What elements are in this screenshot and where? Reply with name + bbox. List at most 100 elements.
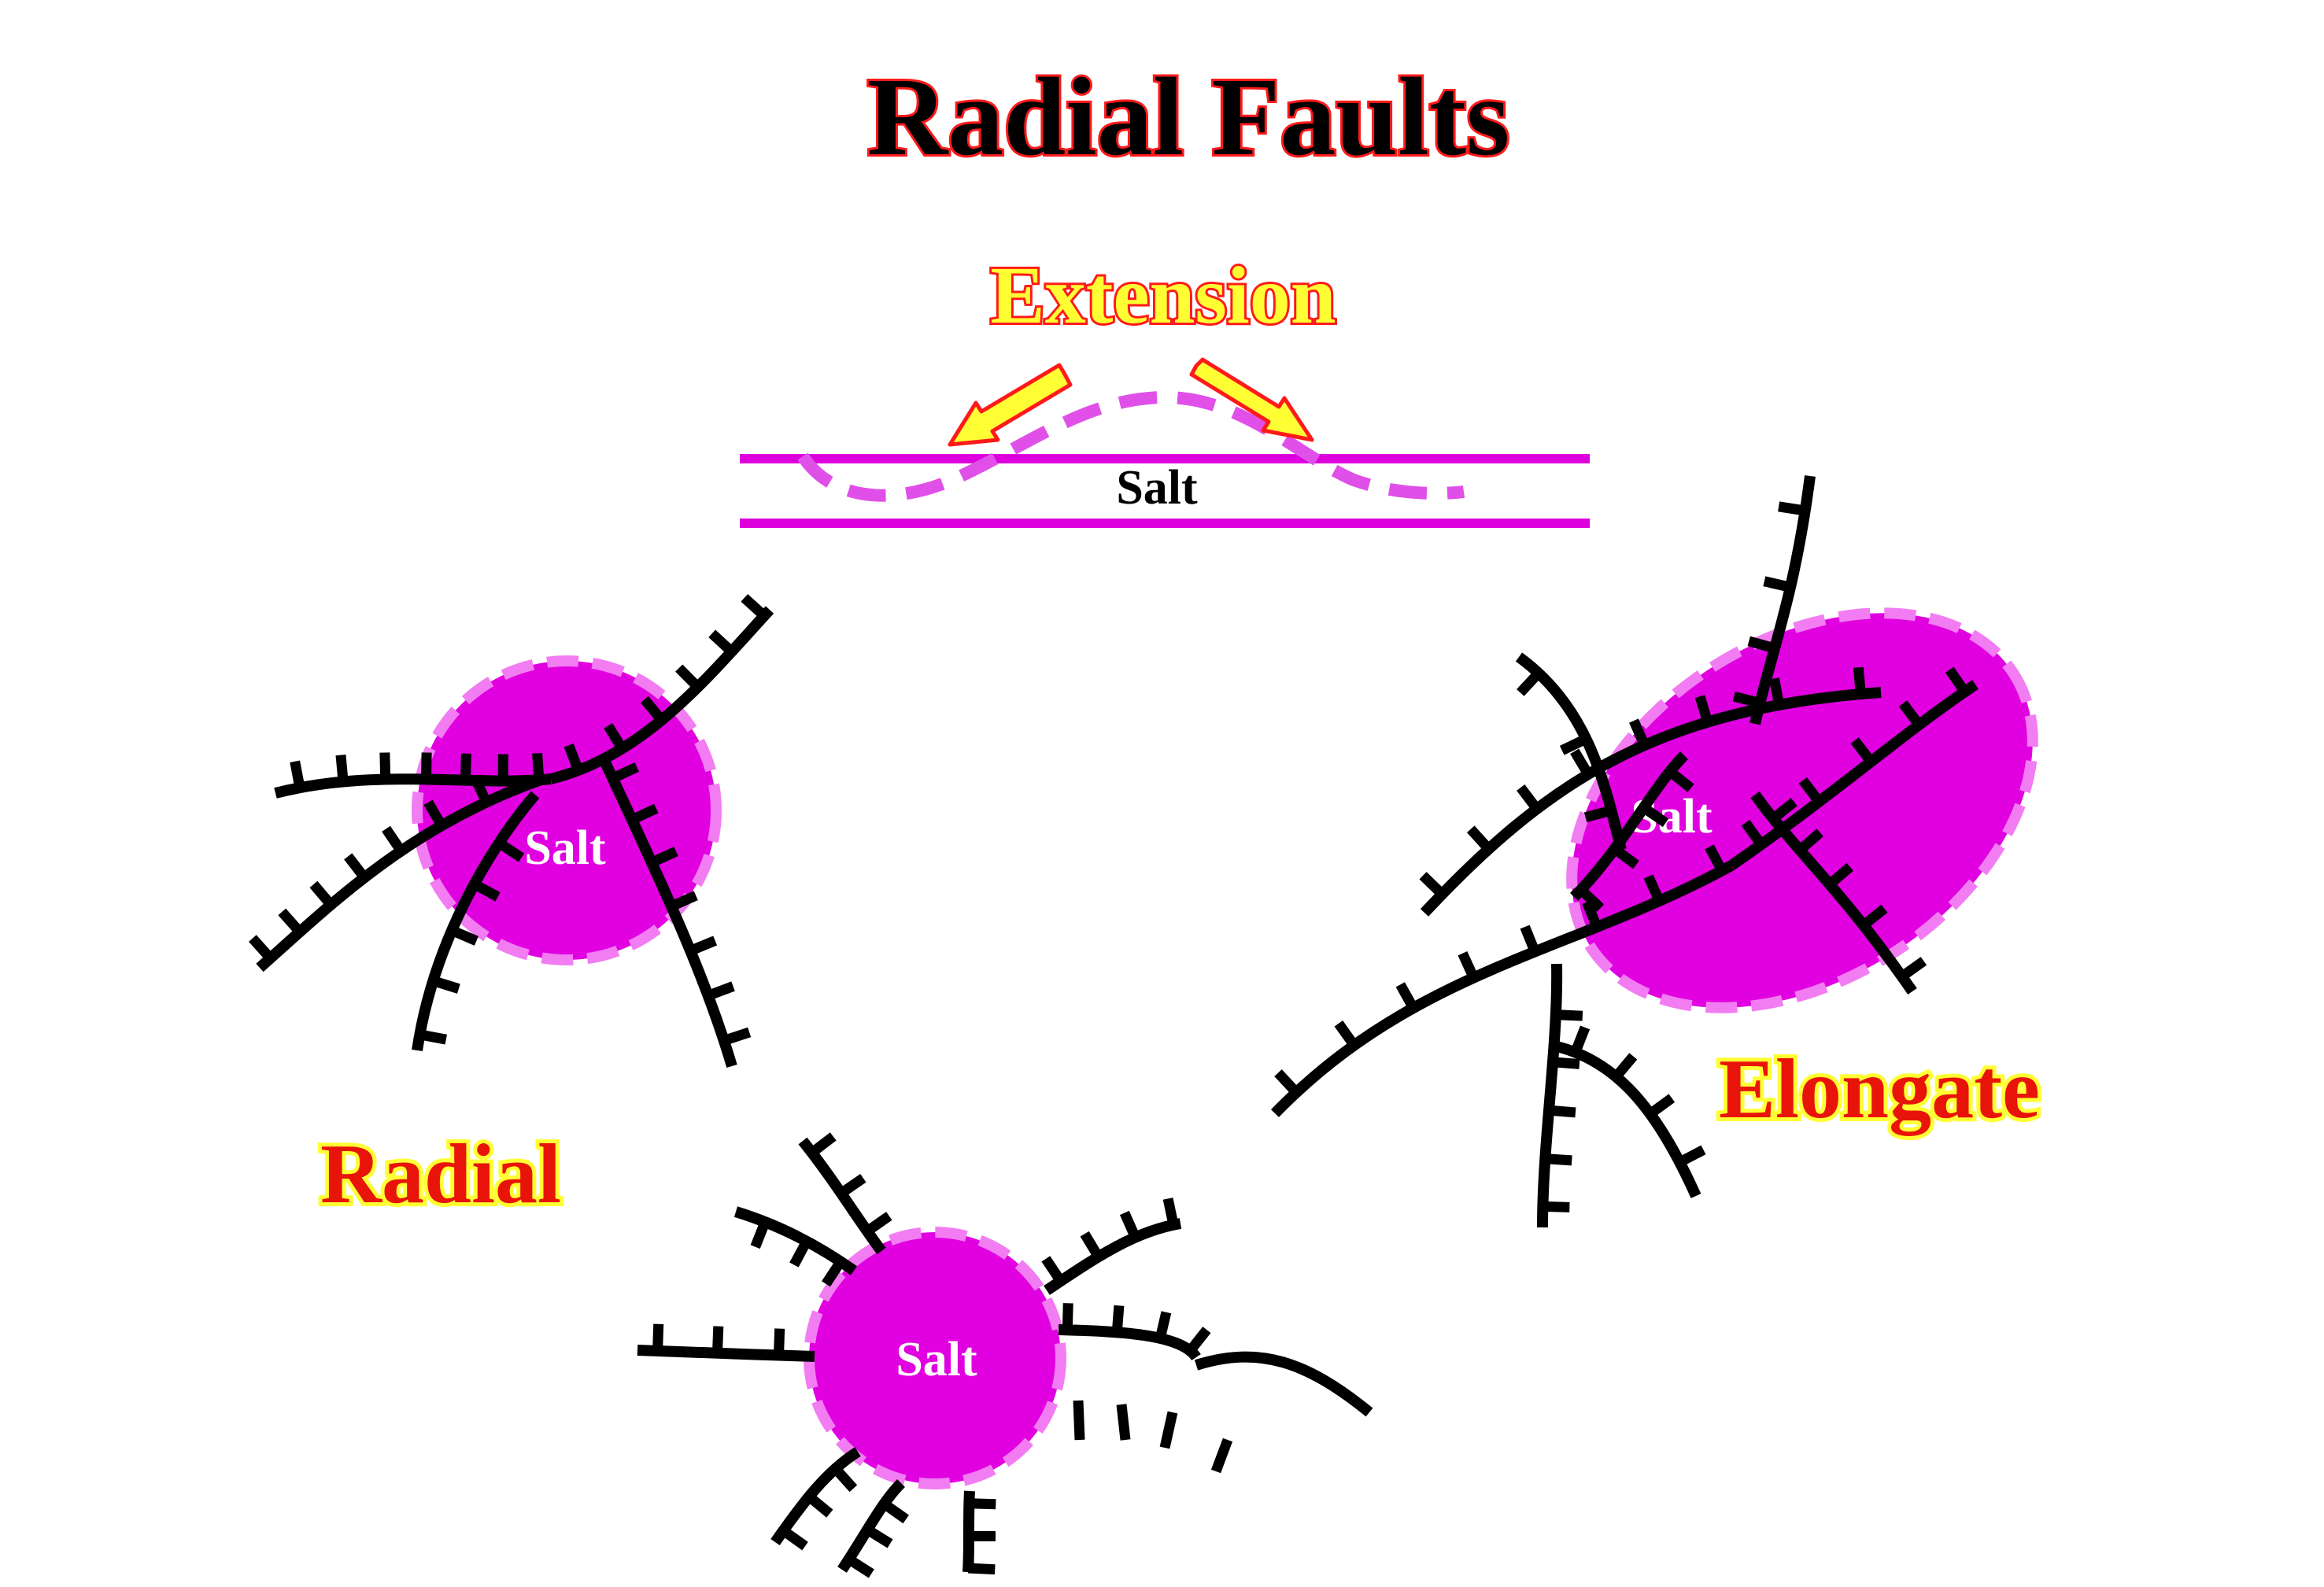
- extension-arrow-left-icon: [948, 363, 1073, 447]
- bottom-diagram: Salt: [637, 1132, 1373, 1578]
- radial-fault-west: [274, 773, 552, 799]
- fault-hachure-tick: [1582, 900, 1602, 929]
- fault-hachure-tick: [431, 976, 460, 994]
- fault-hachure-tick: [309, 880, 335, 909]
- fault-hachure-tick: [1544, 1153, 1572, 1166]
- fault-hachure-tick: [1647, 1094, 1676, 1118]
- elongate-fault-main: [1270, 860, 1735, 1117]
- fault-hachure-tick: [1583, 805, 1613, 823]
- radial-faults: [249, 593, 774, 1068]
- radial-fault-northeast: [549, 606, 774, 784]
- fault-hachure-tick: [610, 762, 640, 784]
- fault-hachure-tick: [1570, 748, 1593, 777]
- fault-hachure-tick: [1741, 819, 1766, 848]
- fault-hachure-tick: [1577, 886, 1605, 912]
- fault-hachure-tick: [1860, 904, 1888, 930]
- fault-hachure-tick: [1898, 700, 1923, 729]
- fault-hachure-tick: [1769, 677, 1785, 707]
- radial-fault-south: [412, 791, 540, 1052]
- fault-hachure-tick: [722, 1027, 752, 1046]
- fault-hachure-tick: [1850, 737, 1875, 765]
- bottom-fault-east: [1058, 1324, 1201, 1361]
- fault-hachure-tick: [1162, 1198, 1179, 1227]
- fault-hachure-tick: [881, 1499, 909, 1524]
- fault-hachure-tick: [1543, 1201, 1570, 1212]
- fault-hachure-tick: [1798, 777, 1823, 805]
- fault-hachure-tick: [652, 1323, 664, 1352]
- fault-hachure-tick: [1945, 666, 1969, 695]
- fault-hachure-tick: [604, 722, 626, 751]
- radial-fault-southeast: [597, 753, 737, 1068]
- fault-hachure-tick: [249, 935, 275, 962]
- fault-hachure-tick: [1640, 803, 1669, 828]
- elongate-fault-north: [1749, 475, 1816, 725]
- fault-hachure-tick: [688, 936, 718, 956]
- radial-label: Radial: [320, 1128, 561, 1221]
- fault-hachure-tick: [470, 775, 491, 805]
- fault-hachure-tick: [1612, 1053, 1638, 1080]
- fault-hachure-tick: [1080, 1231, 1103, 1260]
- fault-hachure-tick: [335, 755, 349, 783]
- fault-hachure-tick: [838, 1173, 866, 1198]
- fault-hachure-tick: [640, 696, 666, 724]
- fault-hachure-tick: [780, 1526, 808, 1551]
- fault-hachure-tick: [563, 743, 583, 773]
- fault-hachure-tick: [1552, 1057, 1580, 1069]
- extension-label: Extension: [990, 250, 1336, 341]
- fault-hachure-tick: [1778, 501, 1806, 516]
- radial-diagram: Salt Radial: [249, 593, 774, 1225]
- fault-hachure-tick: [419, 1029, 447, 1045]
- fault-hachure-tick: [1559, 734, 1589, 755]
- fault-hachure-tick: [344, 853, 369, 881]
- fault-hachure-tick: [741, 593, 768, 620]
- extension-section: Extension Salt: [740, 248, 1590, 528]
- fault-hachure-tick: [1763, 576, 1792, 592]
- fault-hachure-tick: [864, 1525, 893, 1548]
- radial-fault-southwest: [256, 773, 545, 972]
- fault-hachure-tick: [1796, 829, 1823, 854]
- fault-hachure-tick: [864, 1212, 892, 1236]
- elongate-fault-main-east: [1728, 680, 1979, 870]
- fault-hachure-tick: [1520, 925, 1540, 954]
- fault-hachure-tick: [1677, 1145, 1706, 1167]
- fault-hachure-tick: [423, 799, 446, 829]
- fault-hachure-tick: [1611, 844, 1639, 869]
- fault-hachure-tick: [708, 629, 736, 655]
- fault-hachure-tick: [1666, 767, 1694, 792]
- fault-hachure-tick: [711, 1326, 724, 1353]
- bottom-fault-dashed-segment: [1116, 1404, 1131, 1441]
- extension-arrow-right-icon: [1189, 357, 1314, 442]
- elongate-diagram: Salt Elongate: [1270, 475, 2044, 1228]
- elongate-fault-south-east: [1555, 1041, 1701, 1198]
- fault-hachure-tick: [1466, 825, 1493, 853]
- fault-hachure-tick: [1111, 1305, 1125, 1333]
- fault-hachure-tick: [1555, 1009, 1583, 1021]
- fault-hachure-tick: [1705, 844, 1727, 873]
- fault-hachure-tick: [1694, 695, 1713, 724]
- fault-hachure-tick: [1395, 982, 1418, 1011]
- fault-hachure-tick: [675, 664, 702, 691]
- page-title: Radial Faults: [867, 54, 1510, 179]
- fault-hachure-tick: [706, 981, 735, 1001]
- fault-hachure-tick: [669, 891, 698, 911]
- fault-hachure-tick: [290, 760, 305, 789]
- fault-hachure-tick: [808, 1132, 837, 1157]
- fault-hachure-tick: [471, 879, 501, 902]
- fault-hachure-tick: [1062, 1303, 1073, 1330]
- bottom-fault-dashed-segment: [1073, 1400, 1085, 1441]
- bottom-fault-northeast: [1044, 1218, 1182, 1295]
- fault-hachure-tick: [789, 1238, 811, 1268]
- fault-hachure-tick: [1548, 1105, 1576, 1118]
- fault-hachure-tick: [1119, 1210, 1140, 1240]
- fault-hachure-tick: [1517, 670, 1543, 696]
- bottom-fault-dashed-segment: [1159, 1411, 1178, 1449]
- elongate-label: Elongate: [1719, 1043, 2040, 1136]
- fault-hachure-tick: [1747, 636, 1776, 654]
- fault-hachure-tick: [460, 753, 471, 781]
- fault-hachure-tick: [1419, 872, 1446, 899]
- fault-hachure-tick: [1458, 950, 1479, 980]
- fault-hachure-tick: [774, 1328, 785, 1356]
- fault-hachure-tick: [1770, 798, 1797, 823]
- bottom-fault-southwest-b: [837, 1479, 906, 1573]
